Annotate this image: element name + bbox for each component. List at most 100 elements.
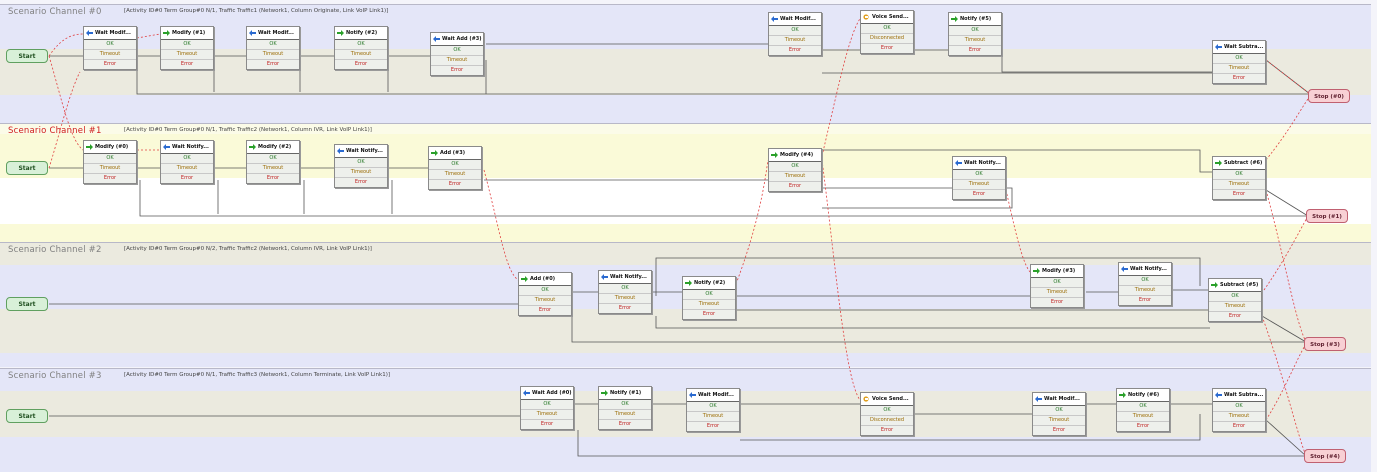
node-outcome-error[interactable]: Error — [103, 175, 117, 181]
node-outcome-error[interactable]: Error — [448, 181, 462, 187]
node-outcome-ok[interactable]: OK — [599, 284, 651, 294]
node-outcome-timeout[interactable]: Timeout — [161, 164, 213, 174]
node-outcome-error[interactable]: Error — [1232, 191, 1246, 197]
node-outcome-error[interactable]: Error — [618, 305, 632, 311]
node-outcome-timeout[interactable]: Timeout — [431, 56, 483, 66]
node-outcome-ok[interactable]: OK — [521, 400, 573, 410]
node-outcome-ok[interactable]: OK — [599, 400, 651, 410]
node-outcome-error[interactable]: Error — [702, 311, 716, 317]
node-outcome-timeout[interactable]: Timeout — [687, 412, 739, 422]
node-outcome-ok[interactable]: OK — [769, 162, 821, 172]
node-outcome-timeout[interactable]: Timeout — [1033, 416, 1085, 426]
node-outcome-error[interactable]: Error — [1138, 297, 1152, 303]
node-outcome-error[interactable]: Error — [538, 307, 552, 313]
start-node[interactable]: Start — [6, 409, 48, 423]
node-outcome-ok[interactable]: OK — [861, 406, 913, 416]
node-outcome-ok[interactable]: OK — [769, 26, 821, 36]
node-outcome-error[interactable]: Error — [788, 183, 802, 189]
node-outcome-error[interactable]: Error — [880, 427, 894, 433]
node-outcome-ok[interactable]: OK — [1209, 292, 1261, 302]
stop-node[interactable]: Stop (#4) — [1304, 449, 1346, 463]
stop-node[interactable]: Stop (#0) — [1308, 89, 1350, 103]
stop-node[interactable]: Stop (#1) — [1306, 209, 1348, 223]
node-outcome-timeout[interactable]: Timeout — [1117, 412, 1169, 422]
node-outcome-timeout[interactable]: Timeout — [683, 300, 735, 310]
node-outcome-error[interactable]: Error — [1050, 299, 1064, 305]
node-outcome-error[interactable]: Error — [354, 179, 368, 185]
node-outcome-timeout[interactable]: Timeout — [335, 50, 387, 60]
node-outcome-error[interactable]: Error — [1228, 313, 1242, 319]
node-outcome-ok[interactable]: OK — [1119, 276, 1171, 286]
node-outcome-error[interactable]: Error — [880, 45, 894, 51]
node-outcome-error[interactable]: Error — [968, 47, 982, 53]
node-outcome-error[interactable]: Error — [354, 61, 368, 67]
start-node[interactable]: Start — [6, 49, 48, 63]
node-outcome-timeout[interactable]: Timeout — [161, 50, 213, 60]
node-outcome-timeout[interactable]: Timeout — [335, 168, 387, 178]
node-outcome-timeout[interactable]: Timeout — [247, 164, 299, 174]
node-outcome-timeout[interactable]: Timeout — [953, 180, 1005, 190]
node-outcome-timeout[interactable]: Timeout — [519, 296, 571, 306]
node-outcome-ok[interactable]: OK — [1033, 406, 1085, 416]
node-outcome-error[interactable]: Error — [972, 191, 986, 197]
node-outcome-timeout[interactable]: Timeout — [599, 294, 651, 304]
node-outcome-ok[interactable]: OK — [1117, 402, 1169, 412]
node-outcome-error[interactable]: Error — [266, 175, 280, 181]
node-outcome-timeout[interactable]: Timeout — [429, 170, 481, 180]
node-outcome-timeout[interactable]: Timeout — [521, 410, 573, 420]
node-outcome-timeout[interactable]: Timeout — [1213, 180, 1265, 190]
node-outcome-timeout[interactable]: Timeout — [1209, 302, 1261, 312]
node-outcome-ok[interactable]: OK — [519, 286, 571, 296]
node-outcome-ok[interactable]: OK — [1213, 402, 1265, 412]
node-outcome-ok[interactable]: OK — [161, 40, 213, 50]
start-node[interactable]: Start — [6, 297, 48, 311]
node-outcome-timeout[interactable]: Disconnected — [861, 416, 913, 426]
node-outcome-timeout[interactable]: Timeout — [599, 410, 651, 420]
node-outcome-ok[interactable]: OK — [335, 40, 387, 50]
node-outcome-ok[interactable]: OK — [1213, 170, 1265, 180]
node-outcome-timeout[interactable]: Timeout — [1213, 412, 1265, 422]
node-outcome-error[interactable]: Error — [450, 67, 464, 73]
node-outcome-error[interactable]: Error — [180, 175, 194, 181]
start-node[interactable]: Start — [6, 161, 48, 175]
node-outcome-error[interactable]: Error — [266, 61, 280, 67]
node-outcome-ok[interactable]: OK — [1031, 278, 1083, 288]
node-outcome-ok[interactable]: OK — [161, 154, 213, 164]
node-outcome-ok[interactable]: OK — [247, 154, 299, 164]
node-outcome-error[interactable]: Error — [1136, 423, 1150, 429]
node-outcome-ok[interactable]: OK — [431, 46, 483, 56]
node-outcome-timeout[interactable]: Timeout — [949, 36, 1001, 46]
node-outcome-error[interactable]: Error — [103, 61, 117, 67]
node-outcome-error[interactable]: Error — [788, 47, 802, 53]
node-outcome-timeout[interactable]: Timeout — [84, 50, 136, 60]
node-outcome-error[interactable]: Error — [180, 61, 194, 67]
node-outcome-error[interactable]: Error — [706, 423, 720, 429]
node-outcome-ok[interactable]: OK — [953, 170, 1005, 180]
node-outcome-error[interactable]: Error — [540, 421, 554, 427]
